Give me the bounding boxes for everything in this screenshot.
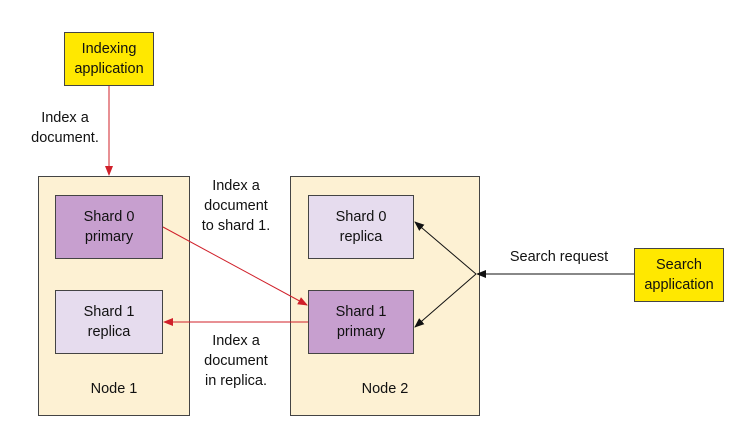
search-request-label: Search request: [498, 247, 620, 267]
shard-label-line2: primary: [84, 229, 134, 245]
shard-label-line1: Shard 0: [83, 209, 135, 225]
shard-label-line2: primary: [336, 324, 386, 340]
index-document-label-line2: document.: [31, 130, 99, 146]
node-1-label: Node 1: [90, 381, 138, 397]
index-in-replica-label-line3: in replica.: [204, 373, 268, 389]
node-1-shard-1-replica: Shard 1 replica: [55, 290, 163, 354]
shard-label-line1: Shard 0: [335, 209, 387, 225]
index-to-shard1-label-line2: document: [204, 198, 268, 214]
search-application-line1: Search: [656, 257, 702, 273]
arrow-shard0-to-node2-shard1: [162, 226, 308, 306]
search-request-label-text: Search request: [509, 249, 609, 265]
indexing-application: Indexing application: [64, 32, 154, 86]
shard-label-line1: Shard 1: [83, 304, 135, 320]
index-in-replica-label-line2: document: [204, 353, 268, 369]
shard-label-line2: replica: [339, 229, 383, 245]
shard-label-line2: replica: [87, 324, 131, 340]
arrow-search-to-shard1: [414, 273, 477, 328]
node-1-shard-0-primary: Shard 0 primary: [55, 195, 163, 259]
node-2-label: Node 2: [361, 381, 409, 397]
index-to-shard1-label-line1: Index a: [212, 178, 260, 194]
index-document-label-line1: Index a: [41, 110, 89, 126]
indexing-application-line1: Indexing: [81, 41, 137, 57]
search-application: Search application: [634, 248, 724, 302]
node-2-shard-0-replica: Shard 0 replica: [308, 195, 414, 259]
index-to-shard1-label: Index a document to shard 1.: [188, 176, 284, 236]
index-to-shard1-label-line3: to shard 1.: [201, 218, 271, 234]
index-in-replica-label-line1: Index a: [212, 333, 260, 349]
shard-label-line1: Shard 1: [335, 304, 387, 320]
node-2-shard-1-primary: Shard 1 primary: [308, 290, 414, 354]
index-document-label: Index a document.: [20, 108, 110, 148]
index-in-replica-label: Index a document in replica.: [188, 331, 284, 391]
arrow-search-to-shard0: [414, 221, 477, 275]
indexing-application-line2: application: [74, 61, 144, 77]
search-application-line2: application: [644, 277, 714, 293]
